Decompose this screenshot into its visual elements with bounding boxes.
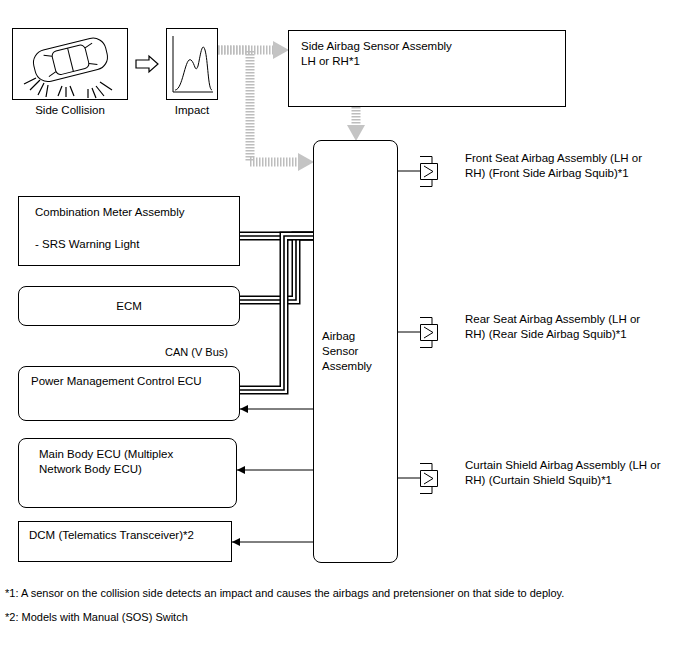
hollow-arrow xyxy=(136,56,158,72)
signal-line xyxy=(398,478,420,479)
footnote: *1: A sensor on the collision side detec… xyxy=(5,586,564,600)
squib-outline xyxy=(420,157,438,187)
squib-icon xyxy=(420,154,438,188)
car-line xyxy=(68,48,74,71)
impact-burst xyxy=(88,82,112,98)
squib-mark xyxy=(424,473,433,484)
signal-line xyxy=(232,542,313,543)
ecu-box: Main Body ECU (Multiplex Network Body EC… xyxy=(18,438,237,508)
can-bus-outer xyxy=(240,236,313,300)
airbag-label: Front Seat Airbag Assembly (LH or RH) (F… xyxy=(465,151,663,181)
car-line xyxy=(44,53,52,58)
car-illustration xyxy=(31,35,111,84)
connector xyxy=(232,542,313,543)
impact-signal-arrow xyxy=(218,50,298,162)
footnote: *2: Models with Manual (SOS) Switch xyxy=(5,610,188,624)
squib-symbol: Curtain Shield Airbag Assembly (LH or RH… xyxy=(420,461,438,495)
box-label: Power Management Control ECU xyxy=(31,374,227,389)
connector xyxy=(240,409,313,410)
squib-icon xyxy=(420,315,438,349)
graph-curve xyxy=(175,47,212,90)
signal-line xyxy=(237,470,313,471)
connector xyxy=(398,332,420,333)
box-label: Combination Meter Assembly xyxy=(35,205,223,220)
can-bus-inner xyxy=(240,236,313,390)
module-box: DCM (Telematics Transceiver)*2 xyxy=(18,521,232,562)
car-line xyxy=(48,72,56,77)
picture-caption: Impact xyxy=(175,103,210,118)
car-cabin xyxy=(51,44,90,76)
car-body xyxy=(31,35,111,84)
signal-line xyxy=(240,409,313,410)
can-bus-gap xyxy=(240,236,313,390)
box-label: Side Airbag Sensor Assembly LH or RH*1 xyxy=(301,39,461,69)
squib-mark xyxy=(424,327,433,338)
box-label: - SRS Warning Light xyxy=(35,237,223,252)
collision-picture: Side Collision xyxy=(12,28,128,100)
car-line xyxy=(84,43,92,48)
connector xyxy=(240,236,313,390)
connector xyxy=(136,56,158,72)
squib-outline xyxy=(420,318,438,348)
squib-symbol: Rear Seat Airbag Assembly (LH or RH) (Re… xyxy=(420,315,438,349)
impact-graph xyxy=(173,36,213,92)
squib-icon xyxy=(420,461,438,495)
impact-burst xyxy=(24,78,48,97)
squib-symbol: Front Seat Airbag Assembly (LH or RH) (F… xyxy=(420,154,438,188)
graph-axes xyxy=(173,36,213,92)
impact-burst xyxy=(58,86,74,97)
airbag-sensor-box: Airbag Sensor Assembly xyxy=(313,140,398,563)
connector xyxy=(218,50,298,162)
signal-line xyxy=(398,171,420,172)
impact-graph-box: Impact xyxy=(166,28,218,100)
connector xyxy=(398,478,420,479)
can-bus-inner xyxy=(240,236,313,300)
connector xyxy=(240,236,313,300)
car-line xyxy=(89,62,97,67)
impact-signal-arrow xyxy=(352,107,361,125)
airbag-label: Curtain Shield Airbag Assembly (LH or RH… xyxy=(465,458,663,488)
can-bus-gap xyxy=(240,236,313,300)
box-label: Airbag Sensor Assembly xyxy=(322,329,389,374)
squib-outline xyxy=(420,464,438,494)
box-label: DCM (Telematics Transceiver)*2 xyxy=(29,528,221,543)
ecu-box: Power Management Control ECU xyxy=(18,366,240,421)
box-label: ECM xyxy=(116,299,142,314)
impact-marks xyxy=(24,78,112,98)
signal-line xyxy=(398,332,420,333)
connector xyxy=(356,107,357,125)
bus-label: CAN (V Bus) xyxy=(165,345,228,359)
picture-caption: Side Collision xyxy=(35,103,105,118)
airbag-label: Rear Seat Airbag Assembly (LH or RH) (Re… xyxy=(465,312,663,342)
can-bus-outer xyxy=(240,236,313,390)
box-label: Main Body ECU (Multiplex Network Body EC… xyxy=(39,447,189,477)
connector xyxy=(237,470,313,471)
sensor-box: Side Airbag Sensor Assembly LH or RH*1 xyxy=(288,30,566,107)
connector xyxy=(398,171,420,172)
meter-box: Combination Meter Assembly - SRS Warning … xyxy=(18,196,240,266)
ecu-box: ECM xyxy=(18,286,240,326)
squib-mark xyxy=(424,166,433,177)
